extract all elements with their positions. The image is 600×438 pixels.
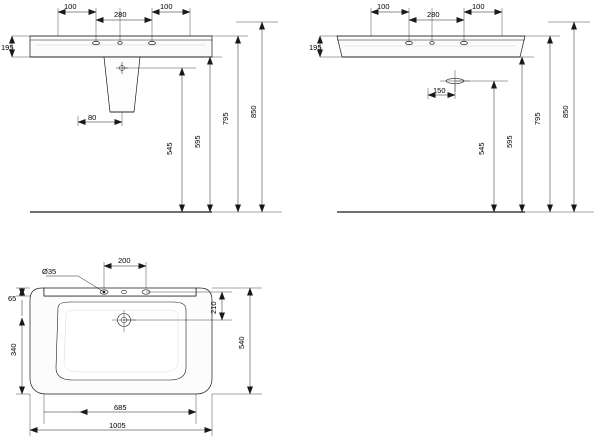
- dim-fv-left-795: 795: [221, 112, 230, 125]
- dim-fv-right-850: 850: [561, 105, 570, 118]
- dim-fv-right-280: 280: [427, 10, 440, 19]
- dim-fv-left-195: 195: [1, 43, 14, 52]
- dim-plan-210: 210: [209, 301, 218, 314]
- dim-plan-540: 540: [237, 336, 246, 349]
- dim-plan-diameter-35: Ø35: [42, 267, 56, 276]
- dim-fv-right-545: 545: [477, 142, 486, 155]
- dim-fv-right-150: 150: [433, 86, 446, 95]
- dim-fv-left-280: 280: [114, 10, 127, 19]
- dim-fv-left-545: 545: [165, 142, 174, 155]
- dim-plan-685: 685: [114, 403, 127, 412]
- dim-plan-200: 200: [118, 256, 131, 265]
- dim-plan-1005: 1005: [109, 421, 126, 430]
- front-view-right-dimensions: [317, 8, 594, 213]
- front-view-left-dimensions: [9, 8, 282, 213]
- dim-fv-right-100-left: 100: [377, 2, 390, 11]
- dim-fv-left-595: 595: [193, 135, 202, 148]
- dim-plan-340: 340: [9, 343, 18, 356]
- dim-fv-right-195: 195: [309, 43, 322, 52]
- dim-fv-left-850: 850: [249, 105, 258, 118]
- front-view-left-geometry: [29, 35, 213, 213]
- dim-fv-right-795: 795: [533, 112, 542, 125]
- front-view-right-geometry: [336, 35, 526, 213]
- dim-fv-right-595: 595: [505, 135, 514, 148]
- dim-fv-left-80: 80: [88, 113, 96, 122]
- plan-view-dimensions: [16, 262, 262, 436]
- plan-view-geometry: [29, 287, 213, 395]
- dim-fv-right-100-right: 100: [472, 2, 485, 11]
- dim-plan-65: 65: [8, 294, 16, 303]
- dim-fv-left-100-right: 100: [160, 2, 173, 11]
- dim-fv-left-100-left: 100: [64, 2, 77, 11]
